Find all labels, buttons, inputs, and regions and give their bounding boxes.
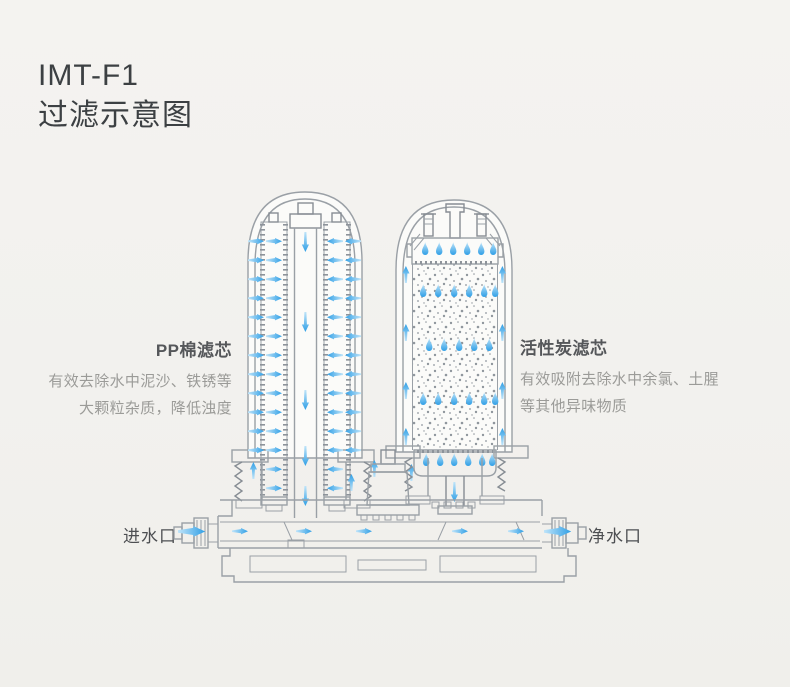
page-title: IMT-F1 过滤示意图 xyxy=(38,56,193,136)
pp-filter-description: 有效去除水中泥沙、铁锈等 大颗粒杂质，降低浊度 xyxy=(48,373,232,417)
flow-arrow-icon xyxy=(301,486,309,506)
flow-arrow-icon xyxy=(327,466,343,473)
flow-arrow-icon xyxy=(356,528,372,535)
mounting-base xyxy=(221,539,577,583)
flow-arrow-icon xyxy=(296,528,312,535)
carbon-top-mechanism xyxy=(406,203,504,265)
flow-arrow-icon xyxy=(450,482,458,502)
model-name: IMT-F1 xyxy=(38,59,139,92)
inlet-label: 进水口 xyxy=(123,527,177,546)
flow-arrow-icon xyxy=(544,526,572,537)
carbon-bed xyxy=(412,264,498,515)
flow-arrow-icon xyxy=(266,466,282,473)
flow-arrow-icon xyxy=(249,462,257,479)
flow-arrow-icon xyxy=(347,474,355,491)
water-drop-icon xyxy=(451,453,458,466)
flow-arrow-icon xyxy=(452,528,468,535)
flow-arrow-icon xyxy=(266,485,282,492)
threaded-bushings xyxy=(233,457,507,509)
flow-arrow-icon xyxy=(327,485,343,492)
flow-arrow-icon xyxy=(232,528,248,535)
manifold-flow-arrows xyxy=(178,526,572,537)
carbon-filter-label: 活性炭滤芯 xyxy=(520,339,608,358)
diagram-title: 过滤示意图 xyxy=(38,99,193,132)
water-drop-icon xyxy=(465,453,472,466)
bolt-row xyxy=(431,501,476,509)
pp-filter-cartridge xyxy=(260,202,351,518)
outlet-port xyxy=(542,517,587,549)
manifold xyxy=(217,449,543,549)
center-pedestal xyxy=(356,449,420,521)
pp-filter-label: PP棉滤芯 xyxy=(155,341,232,360)
outlet-label: 净水口 xyxy=(588,527,642,546)
carbon-filter-description: 有效吸附去除水中余氯、土腥 等其他异味物质 xyxy=(520,371,719,415)
water-drop-icon xyxy=(437,453,444,466)
